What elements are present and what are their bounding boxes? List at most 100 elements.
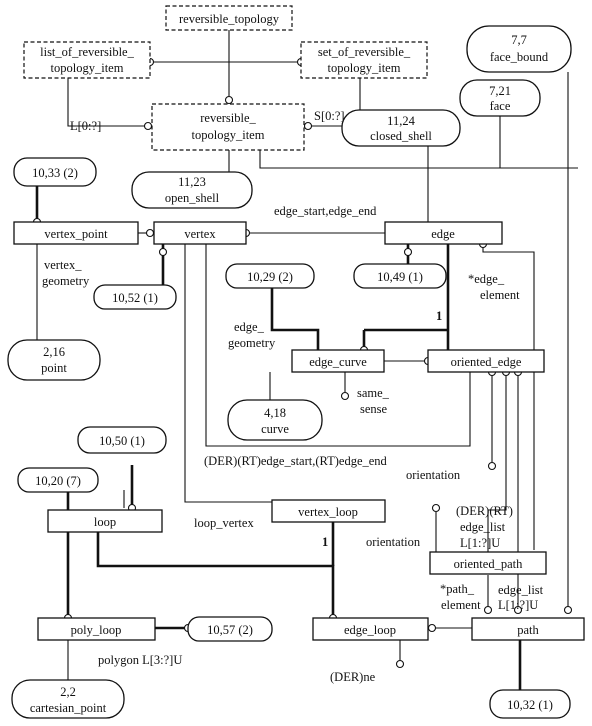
oriented-edge-box — [427, 349, 545, 373]
edge-list-b1-text: edge_list — [498, 583, 544, 597]
edge-text: edge — [431, 227, 455, 241]
attribute-labels: L[0:?] S[0:?] edge_start,edge_end vertex… — [42, 109, 544, 684]
ref-10-50-text: 10,50 (1) — [99, 434, 145, 448]
reversible-topology-item-box — [151, 103, 305, 151]
loop-box — [47, 509, 163, 533]
s-0-text: S[0:?] — [314, 109, 345, 123]
edge-list-b2-text: L[1:?]U — [498, 598, 538, 612]
oriented-path-box — [429, 551, 547, 575]
vertex-geometry-1-text: vertex_ — [44, 258, 82, 272]
ref-10-29-text: 10,29 (2) — [247, 270, 293, 284]
ref-10-49 — [353, 263, 447, 289]
reversible-topology-label: reversible_topology — [179, 12, 280, 26]
ref-10-20-text: 10,20 (7) — [35, 474, 81, 488]
path-element-1-text: *path_ — [440, 582, 475, 596]
oriented-path-text: oriented_path — [454, 557, 523, 571]
ref-10-29 — [225, 263, 315, 289]
edge-element-1-text: *edge_ — [468, 272, 505, 286]
edge-list-a2-text: L[1:?]U — [460, 536, 500, 550]
vertex-geometry-2-text: geometry — [42, 274, 90, 288]
list-of-reversible-topology-item-box — [23, 41, 151, 79]
vertex-point-box — [13, 221, 139, 245]
open-shell-ref — [131, 171, 253, 209]
orientation-b-text: orientation — [366, 535, 421, 549]
reversible-topology-box — [165, 5, 293, 31]
der-ne-text: (DER)ne — [330, 670, 376, 684]
ref-10-20 — [17, 467, 99, 493]
set-of-rev-2-text: topology_item — [328, 61, 401, 75]
edge-loop-box — [312, 617, 429, 641]
curve-1-text: 4,18 — [264, 406, 286, 420]
select-type-boxes: reversible_topology list_of_reversible_ … — [23, 5, 428, 151]
face-bound-2-text: face_bound — [490, 50, 549, 64]
path-box — [471, 617, 585, 641]
ref-10-57-text: 10,57 (2) — [207, 623, 253, 637]
edge-list-a1-text: edge_list — [460, 520, 506, 534]
ref-10-32-text: 10,32 (1) — [507, 698, 553, 712]
cartesian-point-1-text: 2,2 — [60, 685, 76, 699]
der-rt-edge-text: (DER)(RT)edge_start,(RT)edge_end — [204, 454, 388, 468]
set-of-rev-1-text: set_of_reversible_ — [318, 45, 411, 59]
set-of-reversible-topology-item-box — [300, 41, 428, 79]
curve-ref — [227, 399, 323, 441]
edge-start-end-text: edge_start,edge_end — [274, 204, 377, 218]
one-a-text: 1 — [436, 309, 442, 323]
ref-10-52 — [93, 284, 177, 310]
face-2-text: face — [490, 99, 511, 113]
open-shell-2-text: open_shell — [165, 191, 220, 205]
closed-shell-ref — [341, 109, 461, 147]
curve-2-text: curve — [261, 422, 289, 436]
path-text: path — [517, 623, 539, 637]
ref-10-33 — [13, 157, 97, 187]
ref-10-50 — [77, 426, 167, 454]
l-0-text: L[0:?] — [70, 119, 101, 133]
point-1-text: 2,16 — [43, 345, 65, 359]
ref-10-49-text: 10,49 (1) — [377, 270, 423, 284]
ref-10-57 — [187, 616, 273, 642]
edge-loop-text: edge_loop — [344, 623, 396, 637]
same-sense-2-text: sense — [360, 402, 388, 416]
vertex-box — [153, 221, 247, 245]
vertex-point-text: vertex_point — [44, 227, 108, 241]
path-element-2-text: element — [441, 598, 481, 612]
cartesian-point-ref — [11, 679, 125, 719]
edge-element-2-text: element — [480, 288, 520, 302]
cartesian-point-2-text: cartesian_point — [30, 701, 107, 715]
closed-shell-1-text: 11,24 — [387, 114, 415, 128]
oriented-edge-text: oriented_edge — [451, 355, 522, 369]
der-rt-text: (DER)(RT) — [456, 504, 513, 518]
poly-loop-box — [37, 617, 156, 641]
ref-10-33-text: 10,33 (2) — [32, 166, 78, 180]
entity-boxes: vertex_point vertex edge edge_curve orie… — [13, 221, 585, 641]
point-ref — [7, 339, 101, 381]
ref-10-52-text: 10,52 (1) — [112, 291, 158, 305]
edge-geometry-1-text: edge_ — [234, 320, 265, 334]
edge-curve-text: edge_curve — [309, 355, 367, 369]
open-shell-1-text: 11,23 — [178, 175, 206, 189]
same-sense-1-text: same_ — [357, 386, 390, 400]
face-bound-ref — [466, 25, 572, 73]
rev-topo-item-2-text: topology_item — [192, 128, 265, 142]
rev-topo-item-1-text: reversible_ — [200, 111, 256, 125]
loop-vertex-text: loop_vertex — [194, 516, 254, 530]
vertex-loop-text: vertex_loop — [298, 505, 358, 519]
list-of-rev-2-text: topology_item — [51, 61, 124, 75]
edge-geometry-2-text: geometry — [228, 336, 276, 350]
polygon-text: polygon L[3:?]U — [98, 653, 182, 667]
one-b-text: 1 — [322, 535, 328, 549]
closed-shell-2-text: closed_shell — [370, 129, 432, 143]
edge-box — [384, 221, 503, 245]
face-bound-1-text: 7,7 — [511, 33, 527, 47]
loop-text: loop — [94, 515, 116, 529]
orientation-a-text: orientation — [406, 468, 461, 482]
edge-curve-box — [291, 349, 385, 373]
poly-loop-text: poly_loop — [71, 623, 122, 637]
list-of-rev-1-text: list_of_reversible_ — [40, 45, 134, 59]
vertex-text: vertex — [184, 227, 216, 241]
ref-10-32 — [489, 689, 571, 719]
face-ref — [459, 79, 541, 117]
point-2-text: point — [41, 361, 67, 375]
vertex-loop-box — [271, 499, 386, 523]
